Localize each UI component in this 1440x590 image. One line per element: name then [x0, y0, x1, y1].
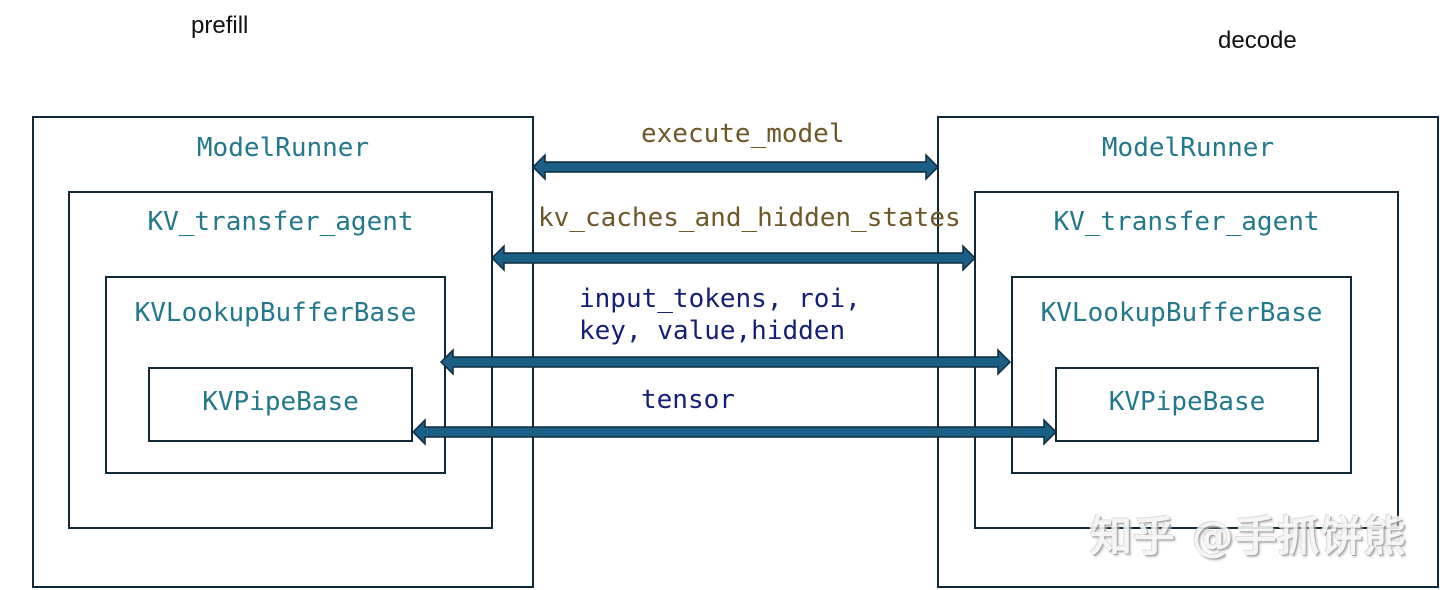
- prefill-label: prefill: [191, 12, 249, 39]
- decode-label: decode: [1218, 27, 1297, 54]
- decode-kv-pipe-title: KVPipeBase: [1108, 387, 1266, 417]
- decode-kv-lookup-buffer-box: KVLookupBufferBase: [1011, 276, 1352, 474]
- decode-kv-transfer-agent-title: KV_transfer_agent: [1053, 207, 1320, 237]
- decode-kv-transfer-agent-box: KV_transfer_agent: [974, 191, 1399, 529]
- decode-kv-lookup-buffer-title: KVLookupBufferBase: [1040, 298, 1323, 328]
- decode-kv-pipe-box: KVPipeBase: [1055, 367, 1319, 442]
- prefill-model-runner-title: ModelRunner: [196, 133, 370, 163]
- flow-label-kv-caches-hidden-states: kv_caches_and_hidden_states: [538, 203, 961, 233]
- watermark-text: 知乎 @手抓饼熊: [1090, 512, 1407, 561]
- prefill-kv-lookup-buffer-box: KVLookupBufferBase: [105, 276, 446, 474]
- prefill-kv-pipe-title: KVPipeBase: [202, 387, 359, 417]
- flow-label-input-tokens: input_tokens, roi, key, value,hidden: [579, 284, 861, 346]
- arrow-execute-model: [531, 153, 940, 181]
- flow-label-execute-model: execute_model: [641, 119, 845, 149]
- decode-model-runner-title: ModelRunner: [1101, 133, 1275, 163]
- prefill-kv-transfer-agent-title: KV_transfer_agent: [147, 207, 414, 237]
- prefill-kv-lookup-buffer-title: KVLookupBufferBase: [134, 298, 417, 328]
- prefill-kv-transfer-agent-box: KV_transfer_agent: [68, 191, 493, 529]
- decode-model-runner-box: ModelRunner: [937, 116, 1439, 588]
- arrow-kv-caches-hidden-states: [490, 244, 977, 272]
- flow-label-tensor: tensor: [641, 385, 735, 415]
- prefill-kv-pipe-box: KVPipeBase: [148, 367, 413, 442]
